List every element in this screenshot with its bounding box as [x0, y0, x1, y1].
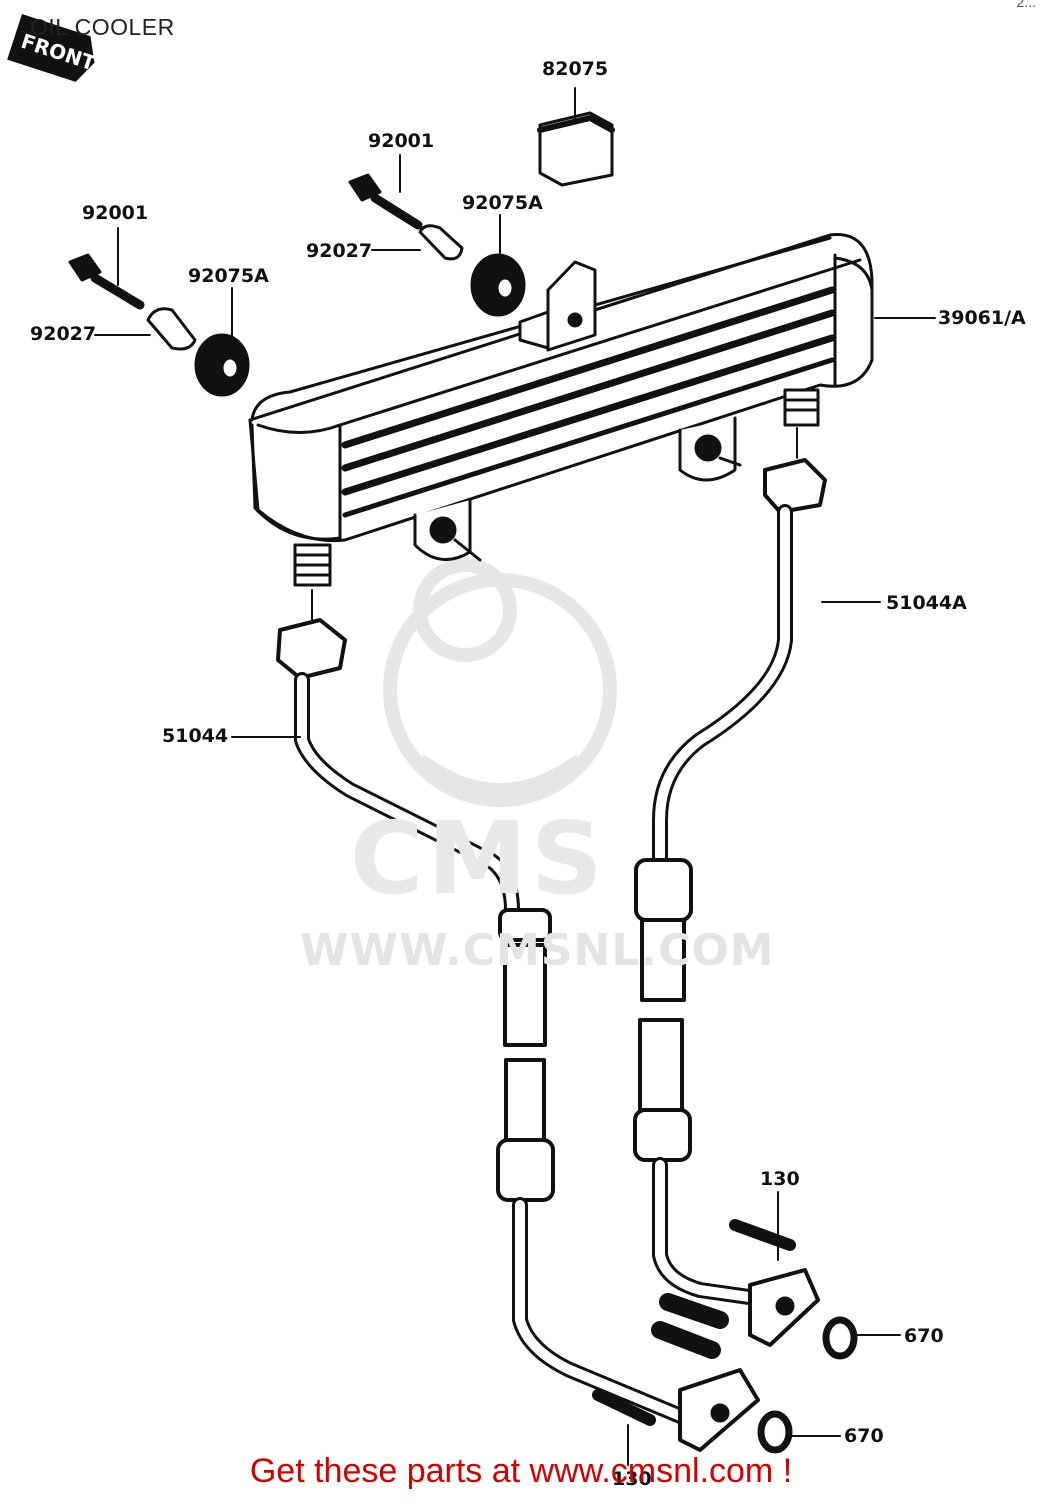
flange-bolts	[592, 1219, 796, 1426]
oil-cooler-core	[248, 233, 874, 543]
callout-92001-left[interactable]: 92001	[82, 202, 149, 224]
watermark-url: WWW.CMSNL.COM	[300, 925, 775, 976]
diagram-title: OIL COOLER	[30, 14, 175, 40]
callout-39061[interactable]: 39061/A	[938, 307, 1026, 329]
bolt-left	[68, 253, 145, 310]
callout-670-lower[interactable]: 670	[844, 1425, 884, 1447]
cooler-lower-bracket-left	[413, 498, 482, 562]
oil-pipe-left	[276, 618, 760, 1452]
cooler-fitting-right	[783, 388, 820, 427]
grommet-left	[194, 333, 250, 397]
cooler-lower-bracket-right	[678, 416, 742, 482]
callout-92027-left[interactable]: 92027	[30, 323, 97, 345]
collar-upper	[418, 224, 464, 261]
callout-82075[interactable]: 82075	[542, 58, 609, 80]
callout-92001-upper[interactable]: 92001	[368, 130, 435, 152]
cooler-fitting-left	[293, 543, 332, 587]
collar-left	[146, 307, 197, 351]
cooler-top-bracket	[518, 260, 597, 352]
watermark-logo: CMS	[350, 800, 607, 917]
callout-51044a[interactable]: 51044A	[886, 592, 967, 614]
callout-92075a-upper[interactable]: 92075A	[462, 192, 543, 214]
callout-670-upper[interactable]: 670	[904, 1325, 944, 1347]
callout-130-lower[interactable]: 130	[612, 1468, 652, 1490]
o-rings	[757, 1316, 858, 1454]
oil-pipe-right	[633, 458, 827, 1347]
callout-130-upper[interactable]: 130	[760, 1168, 800, 1190]
corner-mark: 2...	[1016, 0, 1036, 10]
callout-92075a-left[interactable]: 92075A	[188, 265, 269, 287]
bolt-upper	[348, 173, 423, 230]
cover-cap	[537, 111, 615, 187]
watermark-mascot	[383, 558, 617, 807]
grommet-upper	[470, 253, 526, 317]
callout-51044[interactable]: 51044	[162, 725, 229, 747]
footer-link-text[interactable]: Get these parts at www.cmsnl.com !	[249, 1452, 793, 1490]
leader-lines	[94, 87, 936, 1466]
callout-92027-upper[interactable]: 92027	[306, 240, 373, 262]
